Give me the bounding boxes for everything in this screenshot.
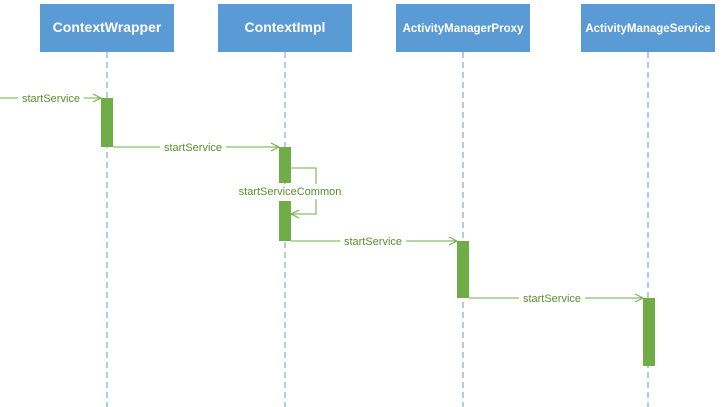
participant-label: ActivityManageService <box>585 23 710 35</box>
participant-activity-manager-proxy: ActivityManagerProxy <box>396 4 530 52</box>
arrowhead-icon <box>448 236 459 246</box>
message-label: startService <box>523 293 581 305</box>
message-label: startService <box>344 236 402 248</box>
participant-activity-manage-service: ActivityManageService <box>581 4 715 52</box>
participant-label: ContextImpl <box>245 19 326 35</box>
activation-bar <box>643 298 655 366</box>
arrowhead-icon <box>634 293 645 303</box>
activation-bar <box>279 147 291 183</box>
participant-label: ActivityManagerProxy <box>403 23 524 35</box>
participant-context-impl: ContextImpl <box>218 4 352 52</box>
lifelines <box>106 52 649 407</box>
message-label: startService <box>164 142 222 154</box>
arrowhead-icon <box>289 209 300 219</box>
message-labels: startService startService startServiceCo… <box>18 91 585 305</box>
arrowhead-icon <box>270 142 281 152</box>
activation-bar <box>279 201 291 241</box>
activations <box>101 98 655 366</box>
activation-bar <box>457 241 469 298</box>
activation-bar <box>101 98 113 147</box>
arrowhead-icon <box>92 93 103 103</box>
participant-label: ContextWrapper <box>53 19 162 35</box>
message-label: startService <box>22 93 80 105</box>
message-label: startServiceCommon <box>239 186 342 198</box>
participant-context-wrapper: ContextWrapper <box>40 4 174 52</box>
